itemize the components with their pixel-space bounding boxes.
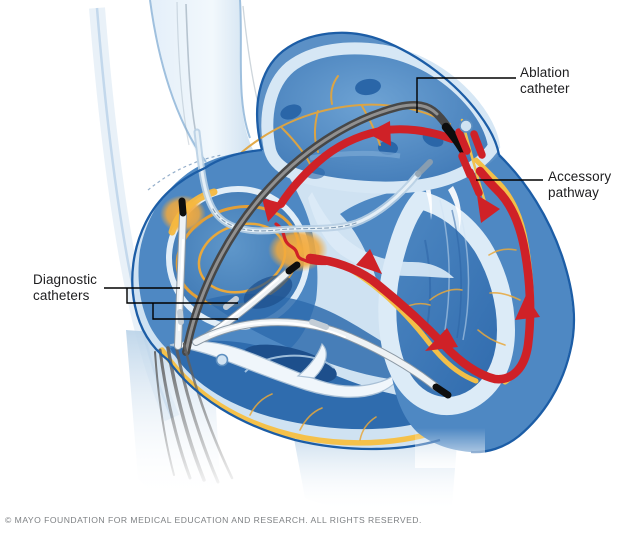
ra-dashed-line	[147, 154, 223, 191]
ventricular-loop	[305, 166, 535, 384]
leader-lines	[104, 77, 543, 320]
accessory-pathway-dashes	[455, 128, 486, 197]
central-septal-band	[308, 192, 454, 278]
ablation-catheter-label: Ablation catheter	[520, 65, 570, 96]
circuit-arrowheads	[262, 121, 540, 351]
catheter-tip	[285, 261, 301, 275]
bottom-fade-patch	[415, 428, 485, 468]
cs-catheter-tip	[415, 159, 433, 177]
catheter-tip	[432, 383, 452, 399]
arrow-down-septum	[356, 249, 382, 274]
accessory-pathway-label: Accessory pathway	[548, 169, 612, 200]
arrow-to-av-node	[262, 198, 284, 222]
guidewire-line	[176, 1, 190, 146]
diagnostic-catheter-3	[192, 318, 452, 399]
leader-diagnostic-3	[152, 303, 238, 320]
leader-diagnostic-2	[126, 288, 238, 304]
vessel-rings	[215, 119, 473, 367]
arrow-apex	[425, 328, 458, 351]
diagnostic-catheter-1	[174, 197, 187, 350]
arrow-left-atrium	[367, 121, 391, 146]
leader-ablation-catheter	[416, 77, 516, 113]
catheter-tip	[178, 197, 187, 217]
atrial-return-path	[277, 125, 456, 208]
coronary-sinus-catheter	[193, 128, 433, 235]
heart-outline	[131, 31, 576, 454]
arrow-up-lateral	[515, 295, 540, 320]
diagnostic-catheters-label: Diagnostic catheters	[33, 272, 98, 303]
reentry-circuit	[262, 121, 540, 384]
arrow-up-to-pathway	[477, 195, 500, 223]
copyright-notice: © MAYO FOUNDATION FOR MEDICAL EDUCATION …	[5, 515, 422, 525]
av-node-squiggle	[274, 222, 332, 266]
purkinje-twigs	[249, 248, 521, 441]
